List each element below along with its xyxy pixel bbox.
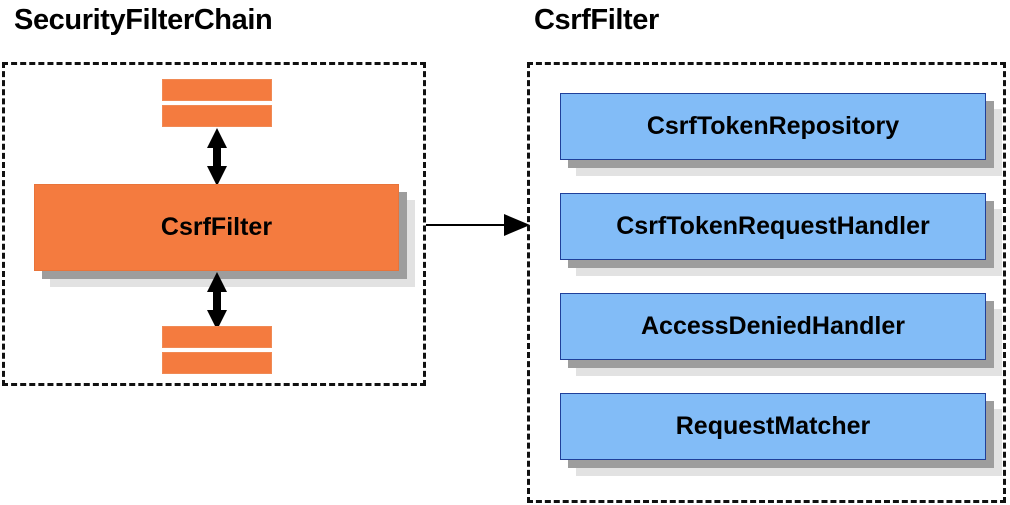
filter-slab-below-2 (162, 352, 272, 374)
filter-slab-above-1 (162, 79, 272, 101)
component-box-face: CsrfTokenRepository (560, 93, 986, 160)
page-title-security-filter-chain: SecurityFilterChain (14, 4, 273, 36)
component-box-label: AccessDeniedHandler (640, 312, 905, 340)
component-box-requestmatcher[interactable]: RequestMatcher (560, 393, 1002, 476)
component-box-label: CsrfTokenRequestHandler (616, 212, 930, 240)
csrffilter-to-detail-arrow (426, 212, 532, 238)
csrffilter-box[interactable]: CsrfFilter (34, 184, 415, 287)
csrf-filter-panel (527, 62, 1006, 503)
component-box-accessdeniedhandler[interactable]: AccessDeniedHandler (560, 293, 1002, 376)
arrow-below-csrffilter (205, 272, 229, 330)
component-box-face: CsrfTokenRequestHandler (560, 193, 986, 260)
arrow-above-csrffilter (205, 128, 229, 186)
csrffilter-box-label: CsrfFilter (160, 213, 273, 241)
component-box-csrftokenrequesthandler[interactable]: CsrfTokenRequestHandler (560, 193, 1002, 276)
component-box-face: AccessDeniedHandler (560, 293, 986, 360)
filter-slab-below-1 (162, 326, 272, 348)
component-box-face: RequestMatcher (560, 393, 986, 460)
page-title-csrf-filter: CsrfFilter (534, 4, 659, 36)
component-box-label: CsrfTokenRepository (646, 112, 900, 140)
component-box-label: RequestMatcher (675, 412, 871, 440)
filter-slab-above-2 (162, 105, 272, 127)
component-box-csrftokenrepository[interactable]: CsrfTokenRepository (560, 93, 1002, 176)
csrffilter-box-face: CsrfFilter (34, 184, 399, 271)
security-filter-chain-panel (2, 62, 426, 386)
